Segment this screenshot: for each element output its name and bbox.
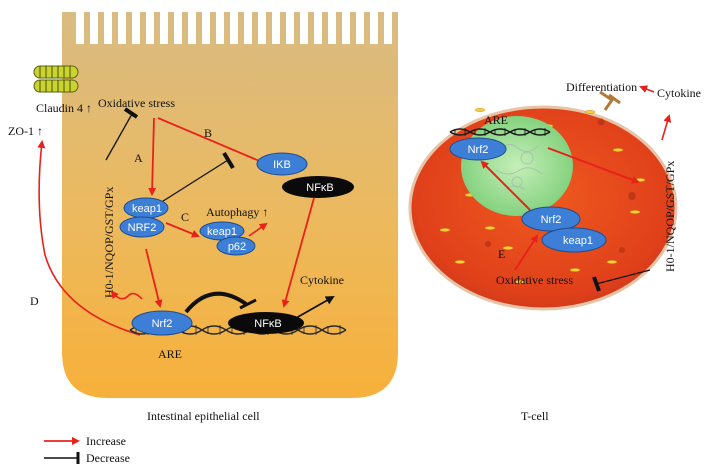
t-cell-nucleus — [461, 116, 573, 216]
nfkb-nucleus-protein — [228, 312, 304, 334]
ikb-protein — [256, 152, 308, 176]
path-c-label: C — [181, 210, 189, 224]
tcell-keap1-protein — [541, 227, 607, 253]
tcell-cytokine-label: Cytokine — [657, 86, 701, 100]
oxidative-stress-label: Oxidative stress — [98, 96, 175, 110]
increase-arrow-cytokine-in — [639, 85, 655, 93]
legend-increase-label: Increase — [86, 434, 126, 448]
nrf2-nucleus-label: Nrf2 — [152, 318, 173, 330]
are-label: ARE — [158, 347, 182, 361]
nrf2-complex-protein — [119, 216, 165, 238]
nfkb-nucleus-label: NFκB — [254, 318, 282, 330]
tcell-are-label: ARE — [484, 113, 508, 127]
nrf2-complex-label: NRF2 — [128, 222, 157, 234]
path-b-label: B — [204, 126, 212, 140]
receptor-icon — [599, 90, 621, 111]
dna-helix-tcell — [449, 128, 551, 136]
increase-arrow-wavy — [110, 290, 143, 300]
nfkb-top-protein — [282, 176, 354, 198]
tcell-nrf2-protein — [521, 206, 581, 232]
cytokine-arrow — [295, 296, 335, 319]
tcell-oxidative-stress-label: Oxidative stress — [496, 273, 573, 287]
epithelial-cell-body — [62, 12, 398, 398]
tcell-title: T-cell — [521, 409, 549, 423]
path-d-label: D — [30, 294, 39, 308]
nfkb-top-label: NFκB — [306, 182, 334, 194]
tight-junction-icon — [33, 65, 79, 93]
legend-decrease-label: Decrease — [86, 451, 130, 465]
tcell-enzymes-label: H0-1/NQOP/GST/GPx — [663, 161, 677, 272]
increase-arrow-nrf2-nucleus — [145, 248, 163, 308]
zo1-label: ZO-1 ↑ — [8, 124, 43, 138]
path-e-label: E — [498, 247, 505, 261]
increase-arrow-a — [148, 117, 157, 196]
legend: Increase Decrease — [44, 434, 130, 465]
nrf2-nucleus-protein — [131, 310, 193, 336]
tcell-nrf2-nucleus-label: Nrf2 — [468, 144, 489, 156]
increase-arrow-tcell-nrf2 — [480, 160, 531, 211]
increase-arrow-c — [165, 222, 200, 238]
increase-arrow-b — [157, 117, 278, 170]
keap1-autophagy-label: keap1 — [207, 226, 237, 238]
decrease-inhibit-enzymes — [105, 107, 139, 161]
differentiation-label: Differentiation — [566, 80, 637, 94]
cytokine-label: Cytokine — [300, 273, 344, 287]
increase-arrow-nfkb — [281, 197, 315, 308]
tcell-keap1-label: keap1 — [563, 235, 593, 247]
increase-arrow-enzymes-up — [661, 114, 672, 141]
increase-arrow-e — [514, 234, 539, 271]
ikb-label: IKB — [273, 159, 291, 171]
increase-arrow-autophagy — [248, 222, 268, 237]
enzymes-label: H0-1/NQOP/GST/GPx — [102, 187, 116, 298]
increase-arrow-d — [37, 140, 141, 336]
keap1-label: keap1 — [132, 203, 162, 215]
tcell-nrf2-label: Nrf2 — [541, 214, 562, 226]
decrease-inhibit-keap1 — [159, 151, 235, 204]
claudin-label: Claudin 4 ↑ — [36, 101, 92, 115]
autophagy-label: Autophagy ↑ — [206, 205, 268, 219]
epithelial-cell — [62, 12, 398, 398]
path-a-label: A — [134, 151, 143, 165]
increase-arrow-tcell-right — [547, 147, 640, 184]
epithelial-cell-title: Intestinal epithelial cell — [147, 409, 260, 423]
tcell-nrf2-nucleus-protein — [449, 137, 507, 161]
decrease-inhibit-tcell — [592, 269, 651, 292]
p62-protein — [216, 236, 256, 256]
decrease-inhibit-nfkb-arc — [184, 291, 257, 314]
p62-label: p62 — [228, 241, 246, 253]
